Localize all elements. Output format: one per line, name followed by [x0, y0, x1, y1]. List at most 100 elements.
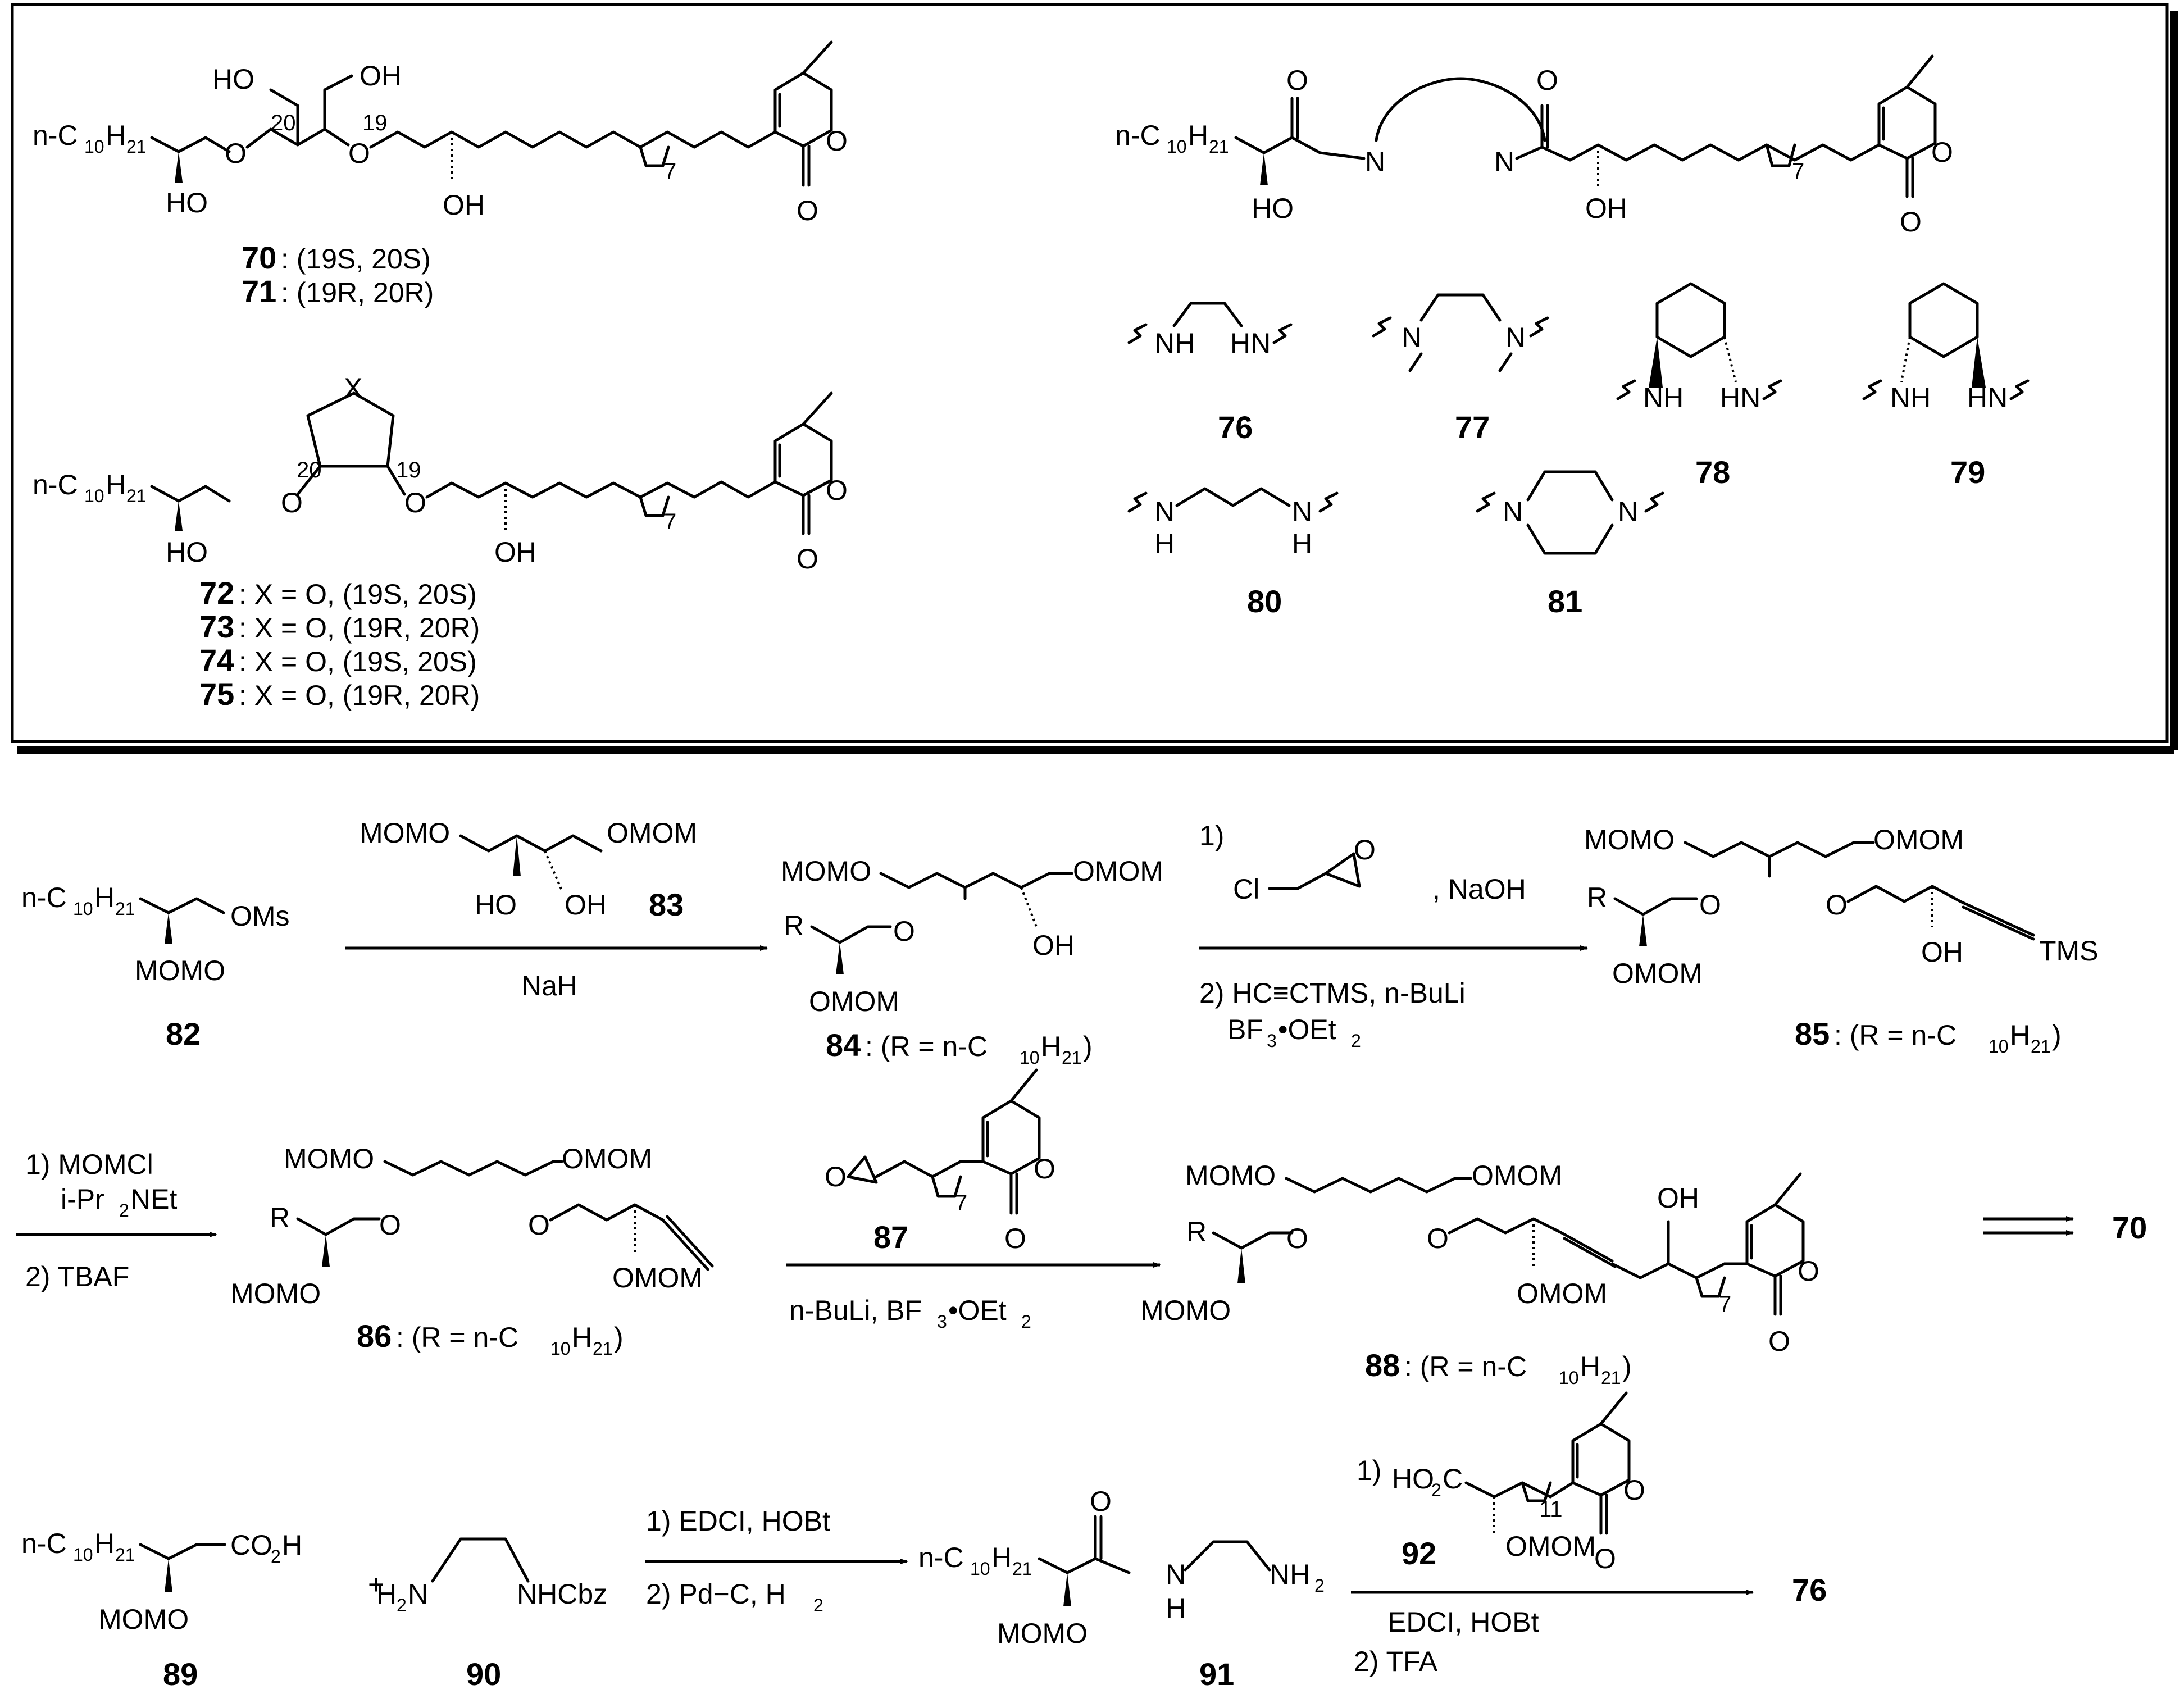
labels-72-75: 72 : X = O, (19S, 20S) 73 : X = O, (19R,…	[199, 575, 480, 712]
compound-label-74: 74	[199, 643, 234, 678]
svg-text:O: O	[528, 1209, 550, 1241]
svg-text:O: O	[826, 125, 848, 157]
svg-text:O: O	[1427, 1223, 1449, 1254]
svg-text:n-C: n-C	[918, 1542, 964, 1573]
svg-text:OH: OH	[1032, 930, 1075, 961]
svg-text:H: H	[1166, 1592, 1186, 1624]
svg-text:OH: OH	[494, 536, 536, 568]
svg-text:82: 82	[166, 1016, 201, 1051]
svg-text:91: 91	[1199, 1656, 1234, 1692]
svg-text:n-C: n-C	[21, 1528, 67, 1559]
linker-81: N N 81	[1476, 470, 1664, 619]
svg-text:O: O	[1798, 1255, 1819, 1287]
svg-text:H: H	[106, 120, 126, 151]
svg-text:O: O	[797, 195, 818, 226]
svg-text:1): 1)	[1357, 1455, 1381, 1486]
compound-87: O 7 O O 87	[825, 1068, 1055, 1255]
svg-text:O: O	[1354, 834, 1376, 866]
compound-box	[11, 3, 2178, 754]
reagents-step2: 1) Cl O , NaOH	[1199, 820, 1526, 905]
svg-text:7: 7	[664, 159, 676, 184]
x-label-72: : X = O, (19S, 20S)	[239, 579, 477, 610]
compound-label-72: 72	[199, 575, 234, 611]
svg-text:NH: NH	[1643, 382, 1684, 413]
svg-text:OMOM: OMOM	[1505, 1531, 1596, 1562]
svg-text:O: O	[1900, 206, 1922, 238]
reagent-buli-bf3: n-BuLi, BF 3 •OEt 2	[789, 1295, 1031, 1332]
svg-text:): )	[1083, 1031, 1093, 1062]
svg-text:2: 2	[813, 1595, 823, 1615]
svg-text:10: 10	[1020, 1048, 1040, 1068]
svg-text:HO: HO	[475, 889, 517, 921]
svg-text:OMs: OMs	[230, 900, 290, 932]
svg-text:C: C	[1443, 1463, 1463, 1495]
svg-text:79: 79	[1950, 454, 1985, 490]
svg-text:10: 10	[84, 486, 104, 506]
svg-text:87: 87	[873, 1219, 908, 1255]
svg-text:90: 90	[466, 1656, 501, 1692]
svg-text:X: X	[344, 372, 362, 404]
svg-text:OH: OH	[443, 189, 485, 221]
svg-text:7: 7	[955, 1191, 967, 1215]
svg-text:H: H	[1154, 528, 1175, 559]
svg-text:10: 10	[84, 136, 104, 157]
svg-text:20: 20	[271, 111, 296, 135]
svg-text:HN: HN	[1967, 382, 2008, 413]
svg-text:O: O	[1594, 1543, 1616, 1574]
svg-text:HO: HO	[166, 187, 208, 218]
svg-text:OH: OH	[1585, 193, 1627, 224]
compound-88: MOMO OMOM R MOMO O O OMOM OH 7 O O 88 : …	[1140, 1160, 1819, 1388]
svg-text:OH: OH	[1921, 936, 1963, 968]
svg-text:O: O	[225, 138, 247, 169]
compound-83: MOMO HO OH OMOM 83	[360, 817, 697, 922]
svg-text:n-C: n-C	[33, 120, 78, 151]
svg-text:2: 2	[1431, 1480, 1441, 1500]
svg-text:2: 2	[1314, 1575, 1325, 1596]
target-76: 76	[1792, 1572, 1827, 1608]
svg-text:21: 21	[126, 486, 147, 506]
svg-text:1): 1)	[1199, 820, 1224, 851]
svg-text:MOMO: MOMO	[997, 1618, 1088, 1649]
svg-text:92: 92	[1402, 1536, 1436, 1571]
reagent-edci: 1) EDCI, HOBt	[646, 1505, 830, 1537]
svg-text:2: 2	[119, 1200, 129, 1221]
svg-text:: (R = n-C: : (R = n-C	[865, 1031, 988, 1062]
svg-text:10: 10	[970, 1559, 990, 1579]
svg-text:21: 21	[126, 136, 147, 157]
svg-text:N: N	[1618, 496, 1638, 527]
svg-text:2: 2	[397, 1595, 407, 1615]
svg-text:OMOM: OMOM	[1873, 824, 1964, 855]
reagent-tfa: 2) TFA	[1354, 1646, 1438, 1677]
svg-text:H: H	[991, 1542, 1012, 1573]
svg-text:NH: NH	[1154, 327, 1195, 359]
svg-text:83: 83	[649, 887, 684, 922]
compound-86: MOMO OMOM R MOMO O O OMOM 86 : (R = n-C …	[230, 1143, 714, 1359]
svg-text:O: O	[379, 1209, 401, 1241]
svg-text:N: N	[1154, 496, 1175, 527]
svg-text:10: 10	[1167, 136, 1187, 157]
svg-text:11: 11	[1539, 1497, 1563, 1522]
svg-text:NH: NH	[1270, 1559, 1310, 1590]
svg-text:76: 76	[1218, 409, 1253, 445]
svg-text:O: O	[1536, 65, 1558, 96]
svg-text:10: 10	[1989, 1036, 2009, 1057]
svg-text:HO: HO	[212, 63, 254, 95]
svg-text:84: 84	[826, 1027, 861, 1063]
svg-text:2) TBAF: 2) TBAF	[25, 1261, 129, 1292]
svg-text:10: 10	[550, 1338, 571, 1359]
svg-text:2: 2	[271, 1546, 281, 1567]
svg-text:H: H	[1292, 528, 1312, 559]
svg-text:i-Pr: i-Pr	[61, 1183, 104, 1215]
svg-text:OH: OH	[1657, 1182, 1699, 1214]
svg-text:7: 7	[664, 509, 676, 534]
svg-text:MOMO: MOMO	[781, 855, 871, 887]
svg-text:OMOM: OMOM	[1517, 1278, 1607, 1309]
svg-text:H: H	[376, 1578, 397, 1610]
svg-text:: (R = n-C: : (R = n-C	[1404, 1351, 1527, 1382]
reagents-step3: 1) MOMCl i-Pr 2 NEt 2) TBAF	[25, 1149, 177, 1292]
svg-text:21: 21	[2031, 1036, 2051, 1057]
svg-text:R: R	[1186, 1216, 1207, 1247]
svg-text:H: H	[1188, 120, 1208, 151]
svg-text:O: O	[1034, 1153, 1055, 1185]
